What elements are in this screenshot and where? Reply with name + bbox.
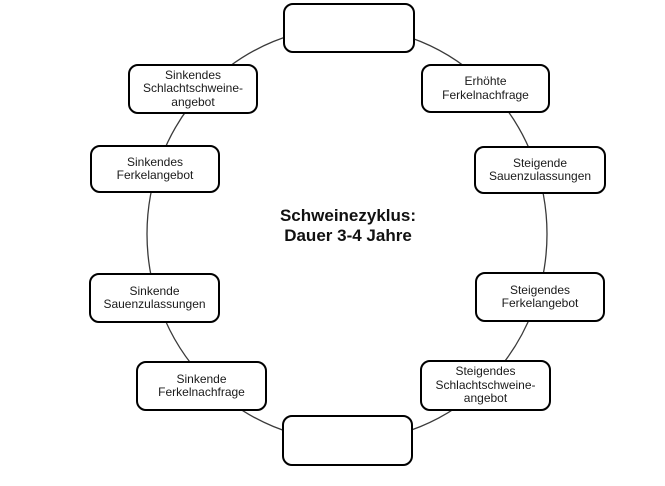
cycle-box-label-line: Steigende [512, 155, 568, 170]
diagram-title-line2: Dauer 3-4 Jahre [284, 226, 412, 245]
cycle-box-label-line: angebot [463, 391, 508, 406]
cycle-box-label-line: Sinkendes [126, 154, 184, 169]
cycle-box-bottom-empty [282, 415, 413, 466]
cycle-box-label-line: Ferkelangebot [501, 296, 579, 310]
cycle-box-label-line: Sinkendes [164, 67, 222, 82]
cycle-box-label-line: Erhöhte [464, 74, 507, 88]
cycle-box-label-line: Ferkelangebot [116, 168, 194, 182]
cycle-box-label-line: Schlachtschweine- [142, 81, 244, 96]
cycle-box-label-line: angebot [171, 94, 215, 109]
cycle-box-label-line: Sauenzulassungen [488, 169, 592, 183]
diagram-title: Schweinezyklus: Dauer 3-4 Jahre [240, 206, 456, 246]
cycle-box-label-line: Schlachtschweine- [435, 377, 536, 392]
cycle-box-label-line: Ferkelnachfrage [158, 385, 245, 399]
cycle-box-label-line: Ferkelnachfrage [442, 87, 529, 102]
cycle-box-label-line: Sinkende [176, 371, 227, 386]
cycle-box-label-line: Sinkende [129, 283, 180, 298]
diagram-title-line1: Schweinezyklus: [279, 206, 417, 225]
cycle-box-label-line: Steigendes [509, 282, 571, 297]
cycle-box-label-line: Steigendes [455, 364, 516, 379]
cycle-box-top-empty [283, 3, 415, 53]
cycle-box-label-line: Sauenzulassungen [103, 297, 206, 311]
